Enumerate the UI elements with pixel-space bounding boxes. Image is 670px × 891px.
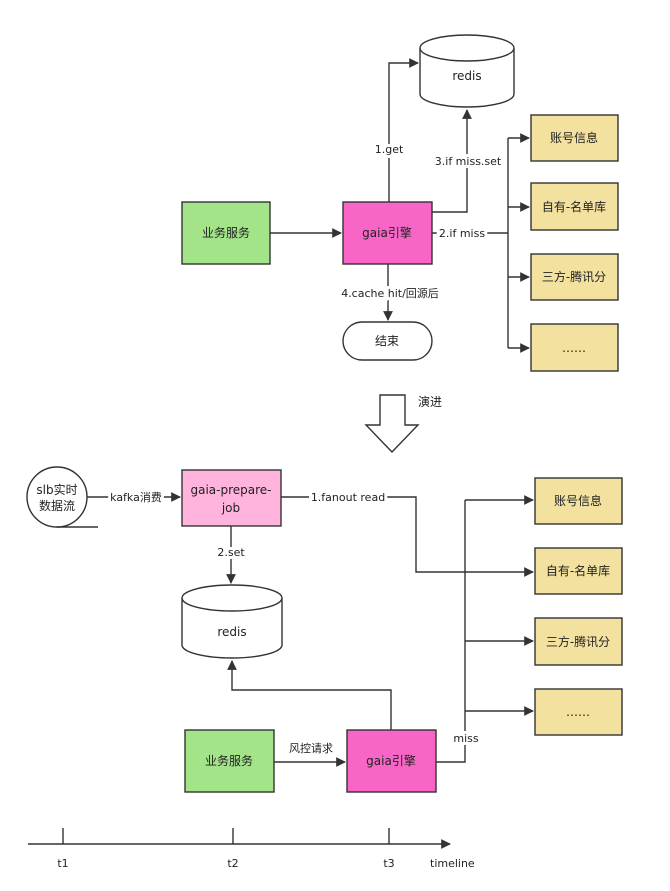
top-source-account: 账号信息 <box>530 114 619 162</box>
top-source-more: …… <box>530 323 619 372</box>
top-business-service-box: 业务服务 <box>181 201 271 265</box>
bottom-source-label: 账号信息 <box>554 493 602 508</box>
timeline-tick-label: t3 <box>383 857 394 870</box>
bottom-source-third-party: 三方-腾讯分 <box>534 617 623 666</box>
bottom-source-label: 自有-名单库 <box>546 563 610 578</box>
bottom-gaia-engine-label: gaia引擎 <box>366 753 416 768</box>
top-end-label: 结束 <box>375 334 399 348</box>
slb-stream-circle: slb实时 数据流 <box>26 466 98 528</box>
top-gaia-engine-label: gaia引擎 <box>362 225 412 240</box>
edge-label-cache-hit: 4.cache hit/回源后 <box>341 286 439 300</box>
timeline-tick-label: t1 <box>57 857 68 870</box>
edge-engine-set-redis <box>432 109 472 213</box>
edge-label-kafka: kafka消费 <box>110 490 162 504</box>
top-gaia-engine-box: gaia引擎 <box>342 201 433 265</box>
top-source-label: …… <box>562 341 586 355</box>
edge-engine-miss-bus <box>436 500 466 763</box>
evolution-arrow-icon <box>364 394 420 454</box>
timeline-tick-label: t2 <box>227 857 238 870</box>
edge-prepare-job-fanout-read <box>281 496 534 577</box>
slb-stream-label-line1: slb实时 <box>36 482 77 497</box>
gaia-prepare-job-box: gaia-prepare- job <box>181 469 282 527</box>
bottom-source-own-list: 自有-名单库 <box>534 547 623 595</box>
edge-label-if-miss: 2.if miss <box>439 227 485 240</box>
top-source-label: 三方-腾讯分 <box>542 269 606 284</box>
slb-stream-label-line2: 数据流 <box>39 498 75 513</box>
bottom-source-label: 三方-腾讯分 <box>546 634 610 649</box>
prepare-job-label-line1: gaia-prepare- <box>190 483 271 497</box>
edge-label-if-miss-set: 3.if miss.set <box>435 155 502 168</box>
bottom-business-service-label: 业务服务 <box>205 753 253 768</box>
top-source-third-party: 三方-腾讯分 <box>530 253 619 301</box>
bottom-source-label: …… <box>566 705 590 719</box>
edge-engine-to-redis-bottom <box>227 660 392 730</box>
edge-label-get: 1.get <box>375 143 404 156</box>
timeline-label: timeline <box>430 857 475 870</box>
edge-label-risk-request: 风控请求 <box>289 741 333 755</box>
top-source-own-list: 自有-名单库 <box>530 182 619 231</box>
top-business-service-label: 业务服务 <box>202 225 250 240</box>
edge-engine-get-redis <box>388 58 419 202</box>
top-redis-label: redis <box>452 69 481 83</box>
top-redis-cylinder: redis <box>419 34 515 108</box>
evolution-label: 演进 <box>418 394 442 409</box>
edge-label-fanout-read: 1.fanout read <box>311 491 385 504</box>
bottom-business-service-box: 业务服务 <box>184 729 275 793</box>
bottom-source-account: 账号信息 <box>534 477 623 525</box>
bottom-redis-label: redis <box>217 625 246 639</box>
edge-label-set: 2.set <box>217 546 245 559</box>
bottom-source-more: …… <box>534 688 623 736</box>
bottom-redis-cylinder: redis <box>181 584 283 659</box>
prepare-job-label-line2: job <box>221 501 240 515</box>
top-source-label: 账号信息 <box>550 130 598 145</box>
bottom-gaia-engine-box: gaia引擎 <box>346 729 437 793</box>
edge-label-miss: miss <box>453 732 479 745</box>
top-end-terminator: 结束 <box>342 321 433 361</box>
top-source-label: 自有-名单库 <box>542 199 606 214</box>
